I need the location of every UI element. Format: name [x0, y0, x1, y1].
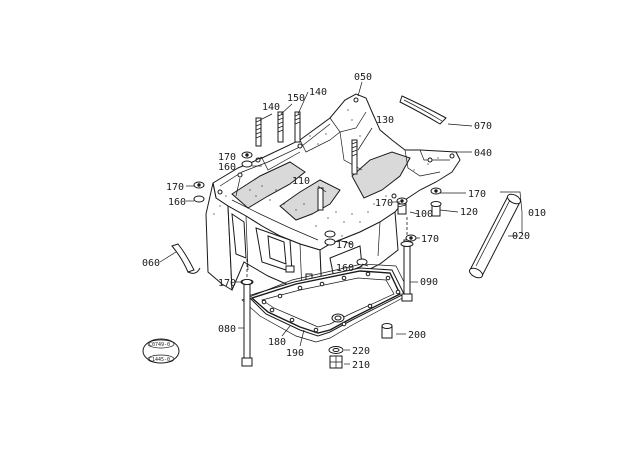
label-090: 090: [420, 277, 438, 288]
label-190: 190: [286, 348, 304, 359]
flange-holes: [217, 97, 455, 199]
label-220: 220: [352, 346, 370, 357]
label-200: 200: [408, 330, 426, 341]
label-170b: 170: [166, 182, 184, 193]
label-120: 120: [460, 207, 478, 218]
label-170d: 170: [375, 198, 393, 209]
label-180: 180: [268, 337, 286, 348]
label-080: 080: [218, 324, 236, 335]
label-010: 010: [528, 208, 546, 219]
label-140a: 140: [262, 102, 280, 113]
label-130: 130: [376, 115, 394, 126]
label-020: 020: [512, 231, 530, 242]
label-170a: 170: [218, 152, 236, 163]
part-labels: 050 070 040 130 140 150 140 170 160 110 …: [142, 72, 546, 371]
label-040: 040: [474, 148, 492, 159]
label-060: 060: [142, 258, 160, 269]
label-150: 150: [287, 93, 305, 104]
studs-top: [255, 111, 358, 211]
reference-stamps: C0749-0 C1445-0: [142, 338, 180, 364]
label-160a: 160: [218, 162, 236, 173]
label-170c: 170: [468, 189, 486, 200]
label-170f: 170: [421, 234, 439, 245]
long-bolt-080: [240, 258, 254, 367]
long-bolt-090: [400, 216, 414, 302]
nuts-washers: [193, 151, 442, 369]
seal-ring-070: [399, 95, 447, 125]
dipstick-tube-020: [469, 193, 521, 279]
label-210: 210: [352, 360, 370, 371]
label-170e: 170: [336, 240, 354, 251]
label-070: 070: [474, 121, 492, 132]
label-160b: 160: [168, 197, 186, 208]
label-170g: 170: [218, 278, 236, 289]
transmission-case-housing: [205, 93, 461, 297]
clip-060: [171, 243, 201, 274]
label-160c: 160: [336, 263, 354, 274]
oil-pan: [241, 263, 411, 343]
label-110: 110: [292, 176, 310, 187]
stamp-bottom: C1445-0: [149, 357, 170, 363]
leader-lines: [159, 81, 523, 365]
label-140b: 140: [309, 87, 327, 98]
stamp-top: C0749-0: [149, 342, 170, 348]
label-100: 100: [415, 209, 433, 220]
label-050: 050: [354, 72, 372, 83]
